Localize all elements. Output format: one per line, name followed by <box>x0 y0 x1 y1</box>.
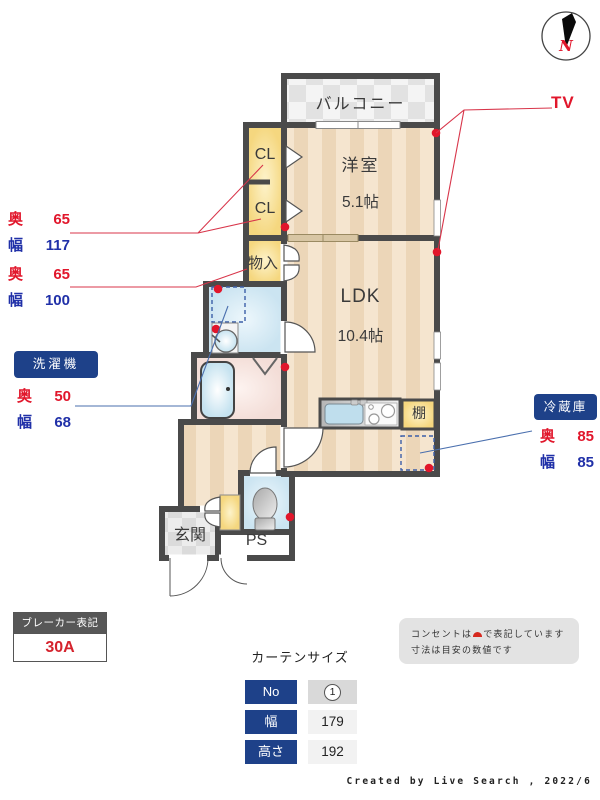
breaker-box: ブレーカー表記 30A <box>13 612 107 662</box>
table-row: 幅 179 <box>245 710 357 734</box>
circled-number: 1 <box>324 683 341 701</box>
closet-door-mark-1 <box>285 144 304 170</box>
closet-door-mark-2 <box>285 198 304 224</box>
dim-label: 幅 <box>540 454 556 471</box>
dim-label: 幅 <box>17 414 33 431</box>
ldk-window-1 <box>433 331 441 360</box>
fridge-tag: 冷蔵庫 <box>534 394 597 420</box>
stove-burner <box>380 403 396 419</box>
dim-value: 68 <box>54 414 71 431</box>
toilet-tank <box>254 517 276 531</box>
ldk-door <box>283 427 324 468</box>
western-window <box>433 199 441 237</box>
curtain-size-table: No 1 幅 179 高さ 192 <box>245 680 357 770</box>
shelf-label: 棚 <box>412 405 426 421</box>
curtain-row-label: No <box>245 680 297 704</box>
ldk-size: 10.4帖 <box>337 328 384 345</box>
washer-dimensions: 奥 50 幅 68 <box>17 384 71 436</box>
dim-label: 幅 <box>8 292 24 309</box>
kitchen-faucet <box>350 399 359 406</box>
entrance-partition-leaf <box>204 496 221 512</box>
dim-value: 65 <box>53 266 70 283</box>
shelf-box <box>400 398 437 431</box>
curtain-size-title: カーテンサイズ <box>251 650 349 665</box>
breaker-title: ブレーカー表記 <box>14 613 106 633</box>
ldk-label: LDK <box>340 286 381 307</box>
entrance-label: 玄関 <box>173 527 206 544</box>
breaker-value: 30A <box>14 633 106 661</box>
legend-text: コンセントは <box>411 629 473 639</box>
legend-note: コンセントはで表記しています 寸法は目安の数値です <box>399 618 579 664</box>
compass <box>541 11 591 61</box>
dim-label: 奥 <box>540 428 556 445</box>
ps-door-arc <box>220 557 248 585</box>
dim-value: 65 <box>53 211 70 228</box>
curtain-row-value: 192 <box>308 740 357 764</box>
storage-dimensions: 奥 65 幅 100 <box>8 262 70 314</box>
bathtub-drain <box>226 387 230 391</box>
entrance-step <box>219 494 241 531</box>
closet-upper-label: CL <box>254 146 276 163</box>
storage-label: 物入 <box>247 255 278 272</box>
outlet-legend-icon <box>473 632 483 637</box>
curtain-row-value: 1 <box>308 680 357 704</box>
bathtub <box>200 361 235 419</box>
room-shapes <box>159 73 440 561</box>
storage-door-leaf <box>283 244 300 262</box>
room-storage <box>243 235 287 287</box>
front-door-arc <box>169 557 209 597</box>
dim-label: 奥 <box>8 266 24 283</box>
kitchen-sink <box>324 403 364 425</box>
closet-dimensions: 奥 65 幅 117 <box>8 207 70 259</box>
table-row: No 1 <box>245 680 357 704</box>
dim-value: 50 <box>54 388 71 405</box>
dim-value: 85 <box>577 428 594 445</box>
closet-lower-label: CL <box>254 200 276 217</box>
table-row: 高さ 192 <box>245 740 357 764</box>
compass-north-label: N <box>559 37 573 55</box>
dim-value: 100 <box>44 292 70 309</box>
curtain-row-label: 幅 <box>245 710 297 734</box>
balcony-label: バルコニー <box>315 96 406 113</box>
red-leader-lines <box>70 107 553 288</box>
room-western <box>281 122 440 241</box>
doors <box>204 144 324 528</box>
dim-value: 85 <box>577 454 594 471</box>
windows <box>287 121 441 391</box>
entry-door-arcs <box>169 557 248 597</box>
toilet-door <box>249 446 277 474</box>
bath-folding-door-mark <box>252 357 278 376</box>
dim-value: 117 <box>45 237 70 254</box>
curtain-row-value: 179 <box>308 710 357 734</box>
legend-line-1: コンセントはで表記しています <box>411 626 569 642</box>
toilet-bowl <box>252 487 278 521</box>
credit-line: Created by Live Search , 2022/6 <box>346 776 592 787</box>
western-room-label: 洋室 <box>341 156 380 175</box>
washroom-door <box>284 321 316 353</box>
blue-leader-lines <box>75 305 533 454</box>
ldk-window-2 <box>433 362 441 391</box>
legend-line-2: 寸法は目安の数値です <box>411 645 514 655</box>
dim-label: 奥 <box>17 388 33 405</box>
washer-tag: 洗濯機 <box>14 351 98 378</box>
fridge-space-dashed <box>400 435 435 471</box>
curtain-row-label: 高さ <box>245 740 297 764</box>
compass-needle-icon <box>562 13 576 48</box>
outlet-dots <box>211 128 442 522</box>
fridge-dimensions: 奥 85 幅 85 <box>540 424 594 476</box>
washer-space-dashed <box>211 286 246 323</box>
dim-label: 奥 <box>8 211 24 228</box>
western-room-size: 5.1帖 <box>341 194 380 211</box>
pipe-space-label: PS <box>245 532 268 549</box>
tv-label: TV <box>551 93 575 112</box>
legend-text: で表記しています <box>483 629 565 639</box>
dim-label: 幅 <box>8 237 24 254</box>
